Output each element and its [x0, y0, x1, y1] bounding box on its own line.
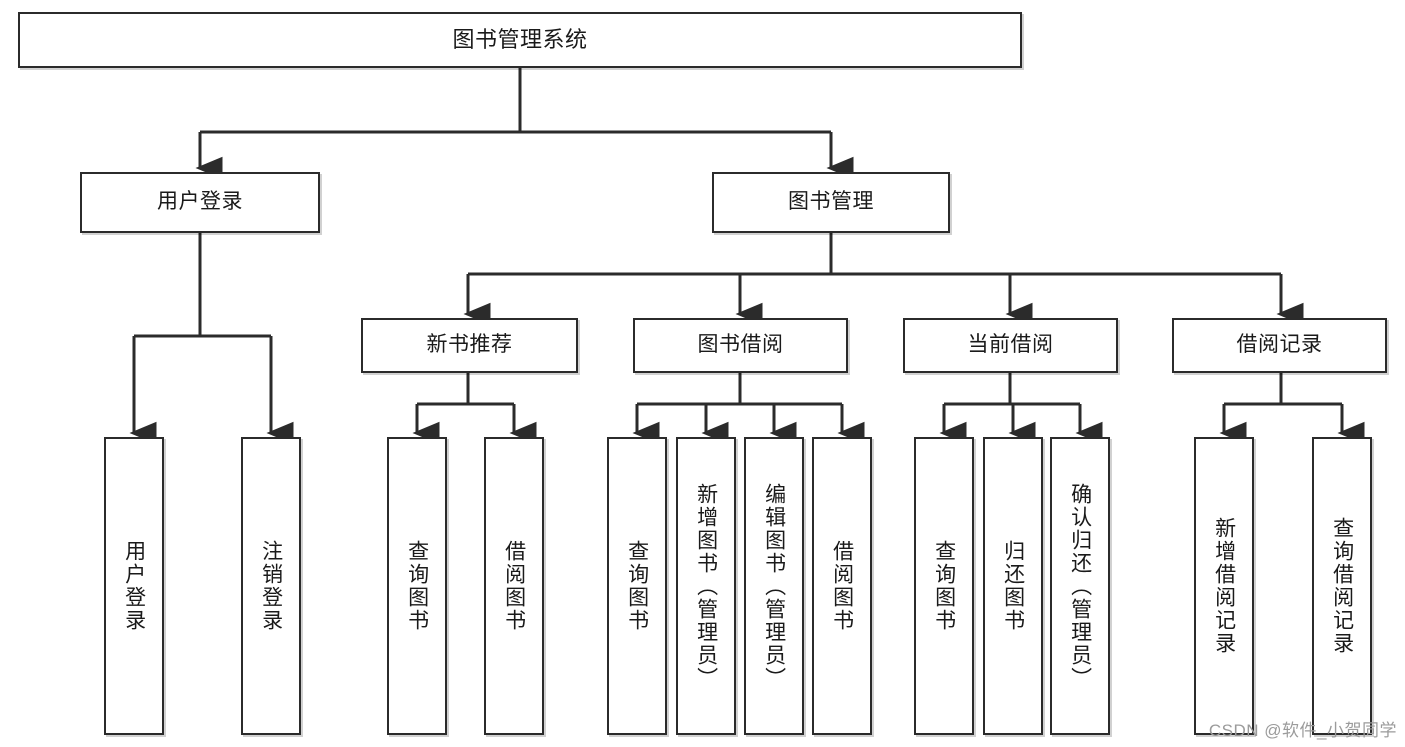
node-leaf-borrow-book-1[interactable]: 借阅图书 [484, 437, 544, 735]
node-leaf-borrow-book-2[interactable]: 借阅图书 [812, 437, 872, 735]
node-leaf-query-book-1-label: 查询图书 [405, 540, 429, 632]
node-leaf-borrow-book-2-label: 借阅图书 [830, 540, 854, 632]
node-leaf-query-book-3-label: 查询图书 [932, 540, 956, 632]
node-book-borrow[interactable]: 图书借阅 [633, 318, 848, 373]
node-leaf-logout-label: 注销登录 [259, 540, 283, 632]
node-leaf-query-book-2[interactable]: 查询图书 [607, 437, 667, 735]
node-user-login-label: 用户登录 [157, 190, 243, 214]
node-current-borrow[interactable]: 当前借阅 [903, 318, 1118, 373]
node-leaf-add-record-label: 新增借阅记录 [1212, 517, 1236, 655]
node-leaf-add-book[interactable]: 新增图书（管理员） [676, 437, 736, 735]
node-leaf-return-book[interactable]: 归还图书 [983, 437, 1043, 735]
node-root[interactable]: 图书管理系统 [18, 12, 1022, 68]
node-leaf-edit-book[interactable]: 编辑图书（管理员） [744, 437, 804, 735]
node-leaf-query-book-3[interactable]: 查询图书 [914, 437, 974, 735]
node-book-borrow-label: 图书借阅 [697, 333, 784, 357]
node-borrow-record[interactable]: 借阅记录 [1172, 318, 1387, 373]
node-leaf-logout[interactable]: 注销登录 [241, 437, 301, 735]
node-leaf-query-record-label: 查询借阅记录 [1330, 517, 1354, 655]
node-leaf-add-record[interactable]: 新增借阅记录 [1194, 437, 1254, 735]
node-borrow-record-label: 借阅记录 [1236, 333, 1323, 357]
node-leaf-return-book-label: 归还图书 [1001, 540, 1025, 632]
node-leaf-edit-book-label: 编辑图书（管理员） [762, 482, 786, 690]
node-leaf-query-book-2-label: 查询图书 [625, 540, 649, 632]
node-leaf-confirm-return[interactable]: 确认归还（管理员） [1050, 437, 1110, 735]
node-user-login[interactable]: 用户登录 [80, 172, 320, 233]
watermark: CSDN @软件_小贺同学 [1208, 721, 1397, 740]
node-current-borrow-label: 当前借阅 [967, 333, 1054, 357]
node-new-book-rec[interactable]: 新书推荐 [361, 318, 578, 373]
node-leaf-user-login[interactable]: 用户登录 [104, 437, 164, 735]
node-new-book-rec-label: 新书推荐 [426, 333, 513, 357]
node-book-manage[interactable]: 图书管理 [712, 172, 950, 233]
node-leaf-borrow-book-1-label: 借阅图书 [502, 540, 526, 632]
node-book-manage-label: 图书管理 [788, 190, 874, 214]
node-leaf-add-book-label: 新增图书（管理员） [694, 482, 718, 690]
node-leaf-confirm-return-label: 确认归还（管理员） [1068, 482, 1092, 690]
node-root-label: 图书管理系统 [452, 26, 588, 52]
node-leaf-query-record[interactable]: 查询借阅记录 [1312, 437, 1372, 735]
node-leaf-query-book-1[interactable]: 查询图书 [387, 437, 447, 735]
node-leaf-user-login-label: 用户登录 [122, 540, 146, 632]
